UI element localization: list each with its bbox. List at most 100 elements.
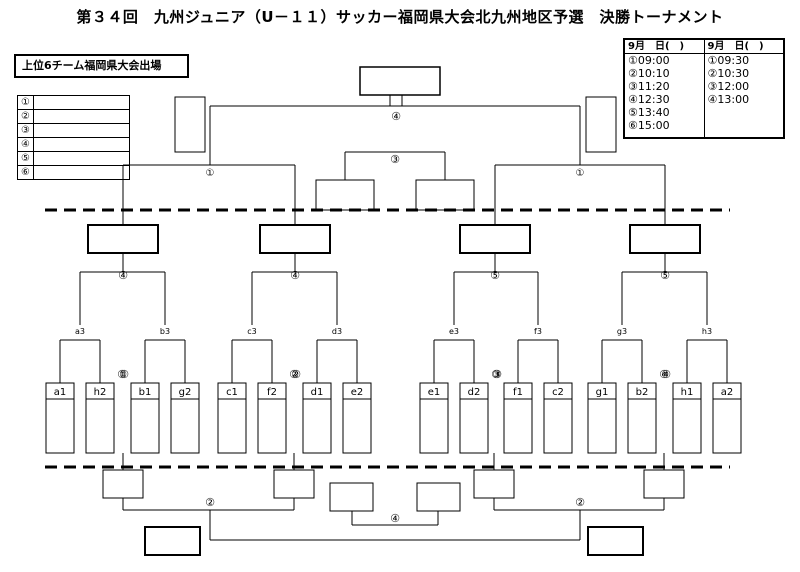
- rank-row: ⑤: [17, 151, 130, 166]
- match-number-first-round: ③: [492, 368, 502, 381]
- lower-final-box-left: [144, 526, 201, 556]
- quarterfinal-box: [259, 224, 331, 254]
- match-number-first-round: ④: [659, 368, 669, 381]
- quarterfinal-box: [629, 224, 701, 254]
- lower-box: [473, 469, 515, 499]
- schedule-slot: ④12:30: [628, 93, 670, 106]
- match-number-semifinal: ①: [576, 168, 585, 179]
- team-code: c1: [226, 387, 238, 398]
- lower-box: [273, 469, 315, 499]
- group-label: e3: [449, 327, 459, 336]
- side-box-right: [585, 96, 617, 153]
- schedule-table: 9月 日( ) ①09:00 ②10:10 ③11:20 ④12:30 ⑤13:…: [623, 38, 785, 139]
- schedule-slot: ⑤13:40: [628, 106, 670, 119]
- match-number-quarterfinal: ⑤: [660, 269, 670, 282]
- team-code: e1: [428, 387, 441, 398]
- group-label: f3: [534, 327, 542, 336]
- qualification-label: 上位6チーム福岡県大会出場: [14, 54, 189, 78]
- team-code: a2: [721, 387, 734, 398]
- team-score-box: [130, 398, 160, 454]
- rank-row: ⑥: [17, 165, 130, 180]
- match-number-quarterfinal: ⑤: [490, 269, 500, 282]
- group-label: h3: [702, 327, 712, 336]
- team-score-box: [712, 398, 742, 454]
- schedule-slot: ②10:30: [707, 67, 750, 80]
- team-code: h2: [94, 387, 107, 398]
- team-code: h1: [681, 387, 694, 398]
- team-code: g1: [596, 387, 609, 398]
- schedule-day-header: 9月 日( ): [625, 40, 704, 54]
- team-code: b2: [636, 387, 649, 398]
- team-score-box: [587, 398, 617, 454]
- schedule-slot: ⑥15:00: [628, 119, 670, 132]
- match-number-first-round: ①: [119, 368, 129, 381]
- rank-entry: [33, 165, 130, 180]
- team-score-box: [217, 398, 247, 454]
- team-code: f2: [267, 387, 277, 398]
- team-code: g2: [179, 387, 192, 398]
- team-score-box: [302, 398, 332, 454]
- lower-center-box: [329, 482, 374, 512]
- team-code: d2: [468, 387, 481, 398]
- schedule-slot: ④13:00: [707, 93, 750, 106]
- team-score-box: [459, 398, 489, 454]
- match-number-quarterfinal: ④: [290, 269, 300, 282]
- schedule-day-1: 9月 日( ) ①09:00 ②10:10 ③11:20 ④12:30 ⑤13:…: [625, 40, 705, 137]
- match-number-first-round: ③: [491, 368, 501, 381]
- final-winner-box: [359, 66, 441, 96]
- group-label: a3: [75, 327, 85, 336]
- rank-row: ②: [17, 109, 130, 124]
- schedule-slot: ①09:30: [707, 54, 750, 67]
- team-score-box: [672, 398, 702, 454]
- third-place-box-right: [415, 179, 475, 211]
- quarterfinal-box: [459, 224, 531, 254]
- match-number-first-round: ②: [291, 368, 301, 381]
- team-score-box: [543, 398, 573, 454]
- team-score-box: [45, 398, 75, 454]
- side-box-left: [174, 96, 206, 153]
- group-label: g3: [617, 327, 627, 336]
- rank-table: ① ② ③ ④ ⑤ ⑥: [17, 95, 130, 180]
- match-number-semifinal: ①: [206, 168, 215, 179]
- match-number-lower: ②: [205, 496, 215, 509]
- group-label: b3: [160, 327, 170, 336]
- match-number-lower: ②: [575, 496, 585, 509]
- page-title: 第３４回 九州ジュニア（U－１１）サッカー福岡県大会北九州地区予選 決勝トーナメ…: [76, 8, 724, 26]
- team-score-box: [170, 398, 200, 454]
- match-number-final: ④: [391, 110, 401, 123]
- match-number-third-place: ③: [390, 153, 400, 166]
- team-score-box: [257, 398, 287, 454]
- team-code: f1: [513, 387, 523, 398]
- team-code: b1: [139, 387, 152, 398]
- team-code: c2: [552, 387, 564, 398]
- match-number-first-round: ④: [661, 368, 671, 381]
- rank-number: ⑥: [17, 165, 34, 180]
- match-number-lower: ④: [390, 512, 400, 525]
- lower-final-box-right: [587, 526, 644, 556]
- team-code: a1: [54, 387, 67, 398]
- team-score-box: [503, 398, 533, 454]
- schedule-slot: ②10:10: [628, 67, 670, 80]
- team-score-box: [342, 398, 372, 454]
- lower-center-box: [416, 482, 461, 512]
- third-place-box-left: [315, 179, 375, 211]
- team-code: d1: [311, 387, 324, 398]
- schedule-day-header: 9月 日( ): [704, 40, 783, 54]
- group-label: c3: [247, 327, 257, 336]
- match-number-first-round: ①: [117, 368, 127, 381]
- lower-box: [643, 469, 685, 499]
- team-score-box: [627, 398, 657, 454]
- group-label: d3: [332, 327, 342, 336]
- lower-box: [102, 469, 144, 499]
- match-number-first-round: ②: [289, 368, 299, 381]
- quarterfinal-box: [87, 224, 159, 254]
- match-number-quarterfinal: ④: [118, 269, 128, 282]
- team-score-box: [85, 398, 115, 454]
- schedule-day-2: 9月 日( ) ①09:30 ②10:30 ③12:00 ④13:00: [704, 40, 783, 137]
- schedule-slot: ③12:00: [707, 80, 750, 93]
- team-score-box: [419, 398, 449, 454]
- schedule-slot: ③11:20: [628, 80, 670, 93]
- team-code: e2: [351, 387, 364, 398]
